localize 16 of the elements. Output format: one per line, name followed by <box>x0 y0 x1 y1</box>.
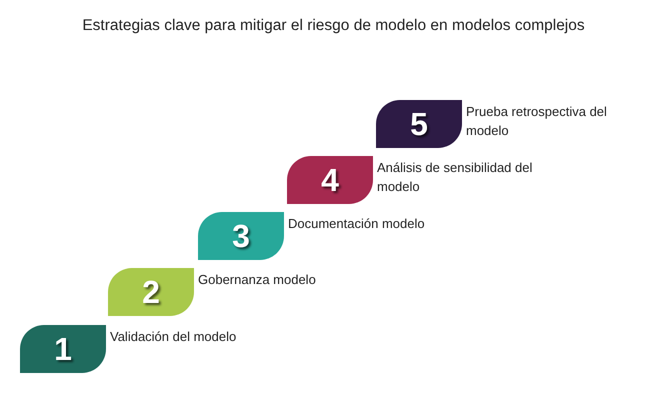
step-shape <box>20 325 106 373</box>
step-shape <box>198 212 284 260</box>
step-shape <box>376 100 462 148</box>
step-shape <box>108 268 194 316</box>
step-label: Documentación modelo <box>288 215 426 233</box>
step-label: Prueba retrospectiva del modelo <box>466 103 608 140</box>
step-number: 3 <box>232 218 250 254</box>
step-number: 2 <box>142 274 160 310</box>
step-number: 4 <box>321 162 339 198</box>
step-label: Análisis de sensibilidad del modelo <box>377 159 534 196</box>
step-shape <box>287 156 373 204</box>
title: Estrategias clave para mitigar el riesgo de modelo en modelos complejos <box>81 17 586 35</box>
step-label: Validación del modelo <box>110 328 238 346</box>
step-label: Gobernanza modelo <box>198 271 317 289</box>
step-number: 5 <box>410 106 428 142</box>
step-number: 1 <box>54 330 72 368</box>
